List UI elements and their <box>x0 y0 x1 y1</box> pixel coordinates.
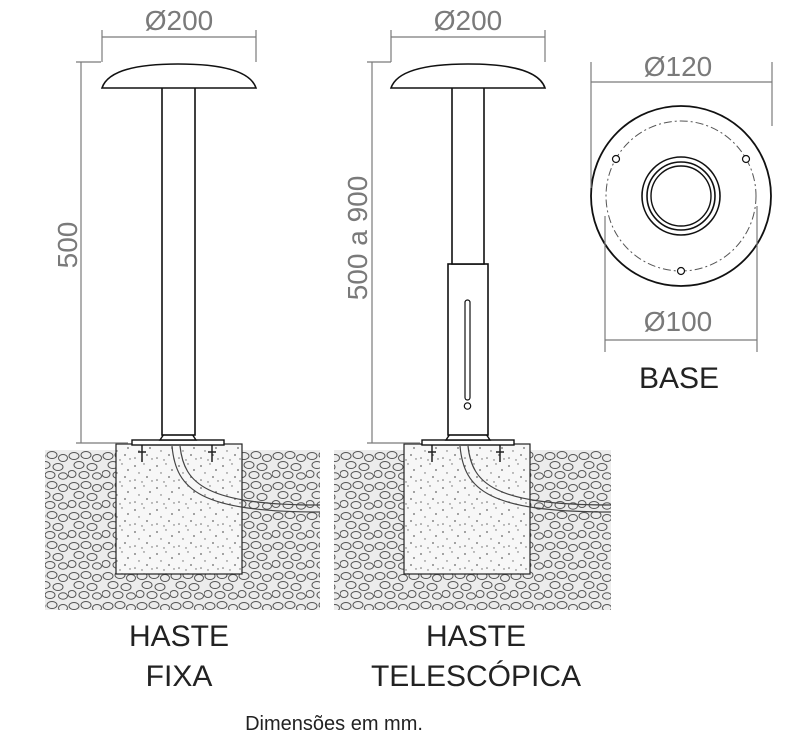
dimension-height <box>367 61 420 444</box>
base-top-view <box>590 62 773 352</box>
telescopic-height-label: 500 a 900 <box>342 176 373 301</box>
pole-shaft <box>161 86 196 436</box>
bolt-hole <box>611 154 621 164</box>
anchor-bolt-right <box>208 444 216 462</box>
fixed-height-label: 500 <box>52 222 83 269</box>
lamp-head <box>100 63 258 89</box>
dimension-outer-diameter <box>590 62 773 188</box>
conduit-pipe-inner <box>467 445 612 506</box>
base-plate <box>131 439 225 446</box>
conduit-pipe-inner <box>179 445 321 506</box>
dimension-head-width <box>390 30 546 62</box>
tube-inner <box>650 165 712 227</box>
tube-outer <box>641 156 721 236</box>
fixed-caption-line1: HASTE <box>129 620 229 653</box>
base-plate <box>421 439 515 446</box>
fixed-head-diameter-label: Ø200 <box>145 5 214 36</box>
bolt-hole <box>741 154 751 164</box>
anchor-bolt-left <box>138 444 146 462</box>
footnote: Dimensões em mm. <box>245 713 423 735</box>
fixed-caption-line2: FIXA <box>146 660 213 693</box>
bolt-hole <box>676 266 686 276</box>
base-bolt-circle-label: Ø100 <box>644 306 713 337</box>
telescopic-caption-line2: TELESCÓPICA <box>371 660 581 693</box>
dimension-bolt-circle <box>604 206 758 352</box>
tube-middle <box>646 161 716 231</box>
concrete-footing <box>403 443 531 575</box>
locking-screw <box>463 402 472 410</box>
lamp-head <box>389 63 547 89</box>
inner-tube <box>451 86 485 265</box>
anchor-bolt-right <box>496 444 504 462</box>
fixed-post-drawing <box>45 30 321 610</box>
telescopic-head-diameter-label: Ø200 <box>434 5 503 36</box>
adjustment-slot <box>464 299 471 401</box>
conduit-pipe <box>171 445 321 513</box>
base-caption: BASE <box>639 362 719 395</box>
conduit-pipe <box>459 445 612 513</box>
telescopic-post-drawing <box>334 30 612 610</box>
dimension-height <box>76 61 128 444</box>
telescopic-caption-line1: HASTE <box>426 620 526 653</box>
base-outer-diameter-label: Ø120 <box>644 51 713 82</box>
concrete-footing <box>115 443 243 575</box>
anchor-bolt-left <box>428 444 436 462</box>
dimension-head-width <box>101 30 257 62</box>
